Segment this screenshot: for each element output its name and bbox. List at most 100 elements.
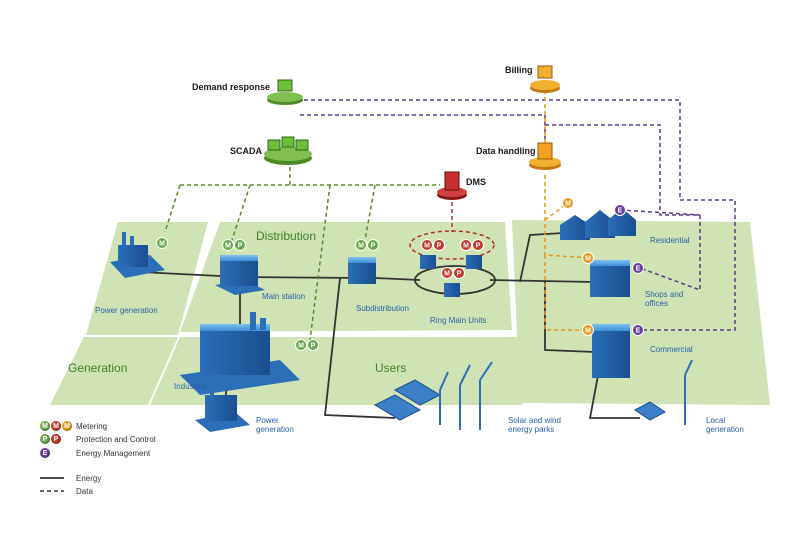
legend-label: Energy Management xyxy=(76,448,151,458)
badge-protection-industrial: P xyxy=(307,339,319,351)
badge-metering-shops: M xyxy=(582,252,594,264)
badge-metering-sub: M xyxy=(355,239,367,251)
badge-metering-main: M xyxy=(222,239,234,251)
svg-text:M: M xyxy=(424,243,430,250)
data-lines-orange xyxy=(544,90,591,331)
data-lines-red xyxy=(409,195,495,260)
billing-terminal[interactable] xyxy=(530,65,560,93)
label-demand-response: Demand response xyxy=(192,82,271,92)
zone-users-right xyxy=(512,220,770,405)
legend-badge-icon: M xyxy=(62,421,72,431)
badge-metering-residential: M xyxy=(562,197,574,209)
svg-text:M: M xyxy=(463,243,469,250)
legend-item-energy: Energy xyxy=(40,471,101,485)
legend-badge-icon: M xyxy=(40,421,50,431)
label-billing: Billing xyxy=(505,65,533,75)
label-ring-main-units: Ring Main Units xyxy=(430,316,487,325)
zone-label-distribution: Distribution xyxy=(256,229,317,243)
svg-text:P: P xyxy=(311,343,316,350)
svg-text:M: M xyxy=(585,256,591,263)
label-industrial: Industrial xyxy=(174,382,207,391)
zone-label-users: Users xyxy=(375,361,407,375)
label-data-handling: Data handling xyxy=(476,146,536,156)
svg-text:E: E xyxy=(618,208,623,215)
label-shops-offices: Shops and offices xyxy=(645,290,684,309)
subdistribution-building xyxy=(348,257,376,284)
svg-text:P: P xyxy=(457,271,462,278)
legend-item-data: Data xyxy=(40,484,93,498)
main-station-building xyxy=(215,255,265,295)
svg-text:P: P xyxy=(476,243,481,250)
svg-text:P: P xyxy=(371,243,376,250)
svg-text:M: M xyxy=(225,243,231,250)
legend-badge-icon: E xyxy=(40,448,50,458)
demand-response-terminal[interactable] xyxy=(267,79,303,105)
badge-protection-rmu2: P xyxy=(472,239,484,251)
label-power-generation-left: Power generation xyxy=(95,306,158,315)
energy-line-sub-ring xyxy=(374,277,421,281)
svg-text:M: M xyxy=(565,201,571,208)
data-lines-green xyxy=(164,160,440,341)
legend-label: Data xyxy=(76,486,93,496)
label-residential: Residential xyxy=(650,236,690,245)
label-scada: SCADA xyxy=(230,146,263,156)
label-subdistribution: Subdistribution xyxy=(356,304,409,313)
dms-server[interactable] xyxy=(437,171,467,200)
zone-generation-top xyxy=(86,222,208,335)
ring-main-units xyxy=(420,255,482,297)
energy-line-local-gen xyxy=(588,364,640,419)
badge-metering-rmu3: M xyxy=(441,267,453,279)
shops-offices-building xyxy=(590,260,630,297)
badge-metering-rmu1: M xyxy=(421,239,433,251)
badge-protection-rmu1: P xyxy=(433,239,445,251)
badge-energy-shops: E xyxy=(632,262,644,274)
badge-metering-rmu2: M xyxy=(460,239,472,251)
svg-text:E: E xyxy=(636,328,641,335)
scada-terminal[interactable] xyxy=(264,136,312,165)
commercial-building xyxy=(592,324,630,378)
legend-badge-icon: P xyxy=(51,434,61,444)
svg-text:E: E xyxy=(636,266,641,273)
energy-line-sub-solar xyxy=(324,277,396,419)
svg-text:M: M xyxy=(585,328,591,335)
residential-houses xyxy=(560,208,636,240)
power-generation-plant-bottom xyxy=(195,388,250,432)
zone-label-generation: Generation xyxy=(68,361,128,375)
data-handling-server[interactable] xyxy=(529,142,561,170)
badge-protection-rmu3: P xyxy=(453,267,465,279)
label-main-station: Main station xyxy=(262,292,306,301)
legend-badge-icon: P xyxy=(40,434,50,444)
svg-text:M: M xyxy=(159,241,165,248)
badge-protection-sub: P xyxy=(367,239,379,251)
label-local-generation: Local generation xyxy=(706,416,744,435)
badge-metering-commercial: M xyxy=(582,324,594,336)
industrial-plant xyxy=(180,312,300,395)
svg-text:P: P xyxy=(238,243,243,250)
label-solar-wind: Solar and wind energy parks xyxy=(508,416,561,435)
badge-energy-commercial: E xyxy=(632,324,644,336)
badge-metering-industrial: M xyxy=(295,339,307,351)
label-dms: DMS xyxy=(466,177,486,187)
svg-text:M: M xyxy=(358,243,364,250)
legend-label: Protection and Control xyxy=(76,434,156,444)
badge-protection-main: P xyxy=(234,239,246,251)
svg-text:M: M xyxy=(444,271,450,278)
local-generation-units xyxy=(634,359,693,425)
svg-text:P: P xyxy=(437,243,442,250)
power-generation-plant-left xyxy=(110,232,165,278)
energy-line-ring-users xyxy=(489,279,596,283)
legend-label: Energy xyxy=(76,473,102,483)
badge-energy-residential: E xyxy=(614,204,626,216)
legend-item-energy-management: E Energy Management xyxy=(40,446,150,460)
legend-badge-icon: M xyxy=(51,421,61,431)
legend-label: Metering xyxy=(76,421,108,431)
zone-generation-left xyxy=(50,337,178,405)
badge-metering-gen: M xyxy=(156,237,168,249)
legend-symbols: E xyxy=(40,448,74,458)
